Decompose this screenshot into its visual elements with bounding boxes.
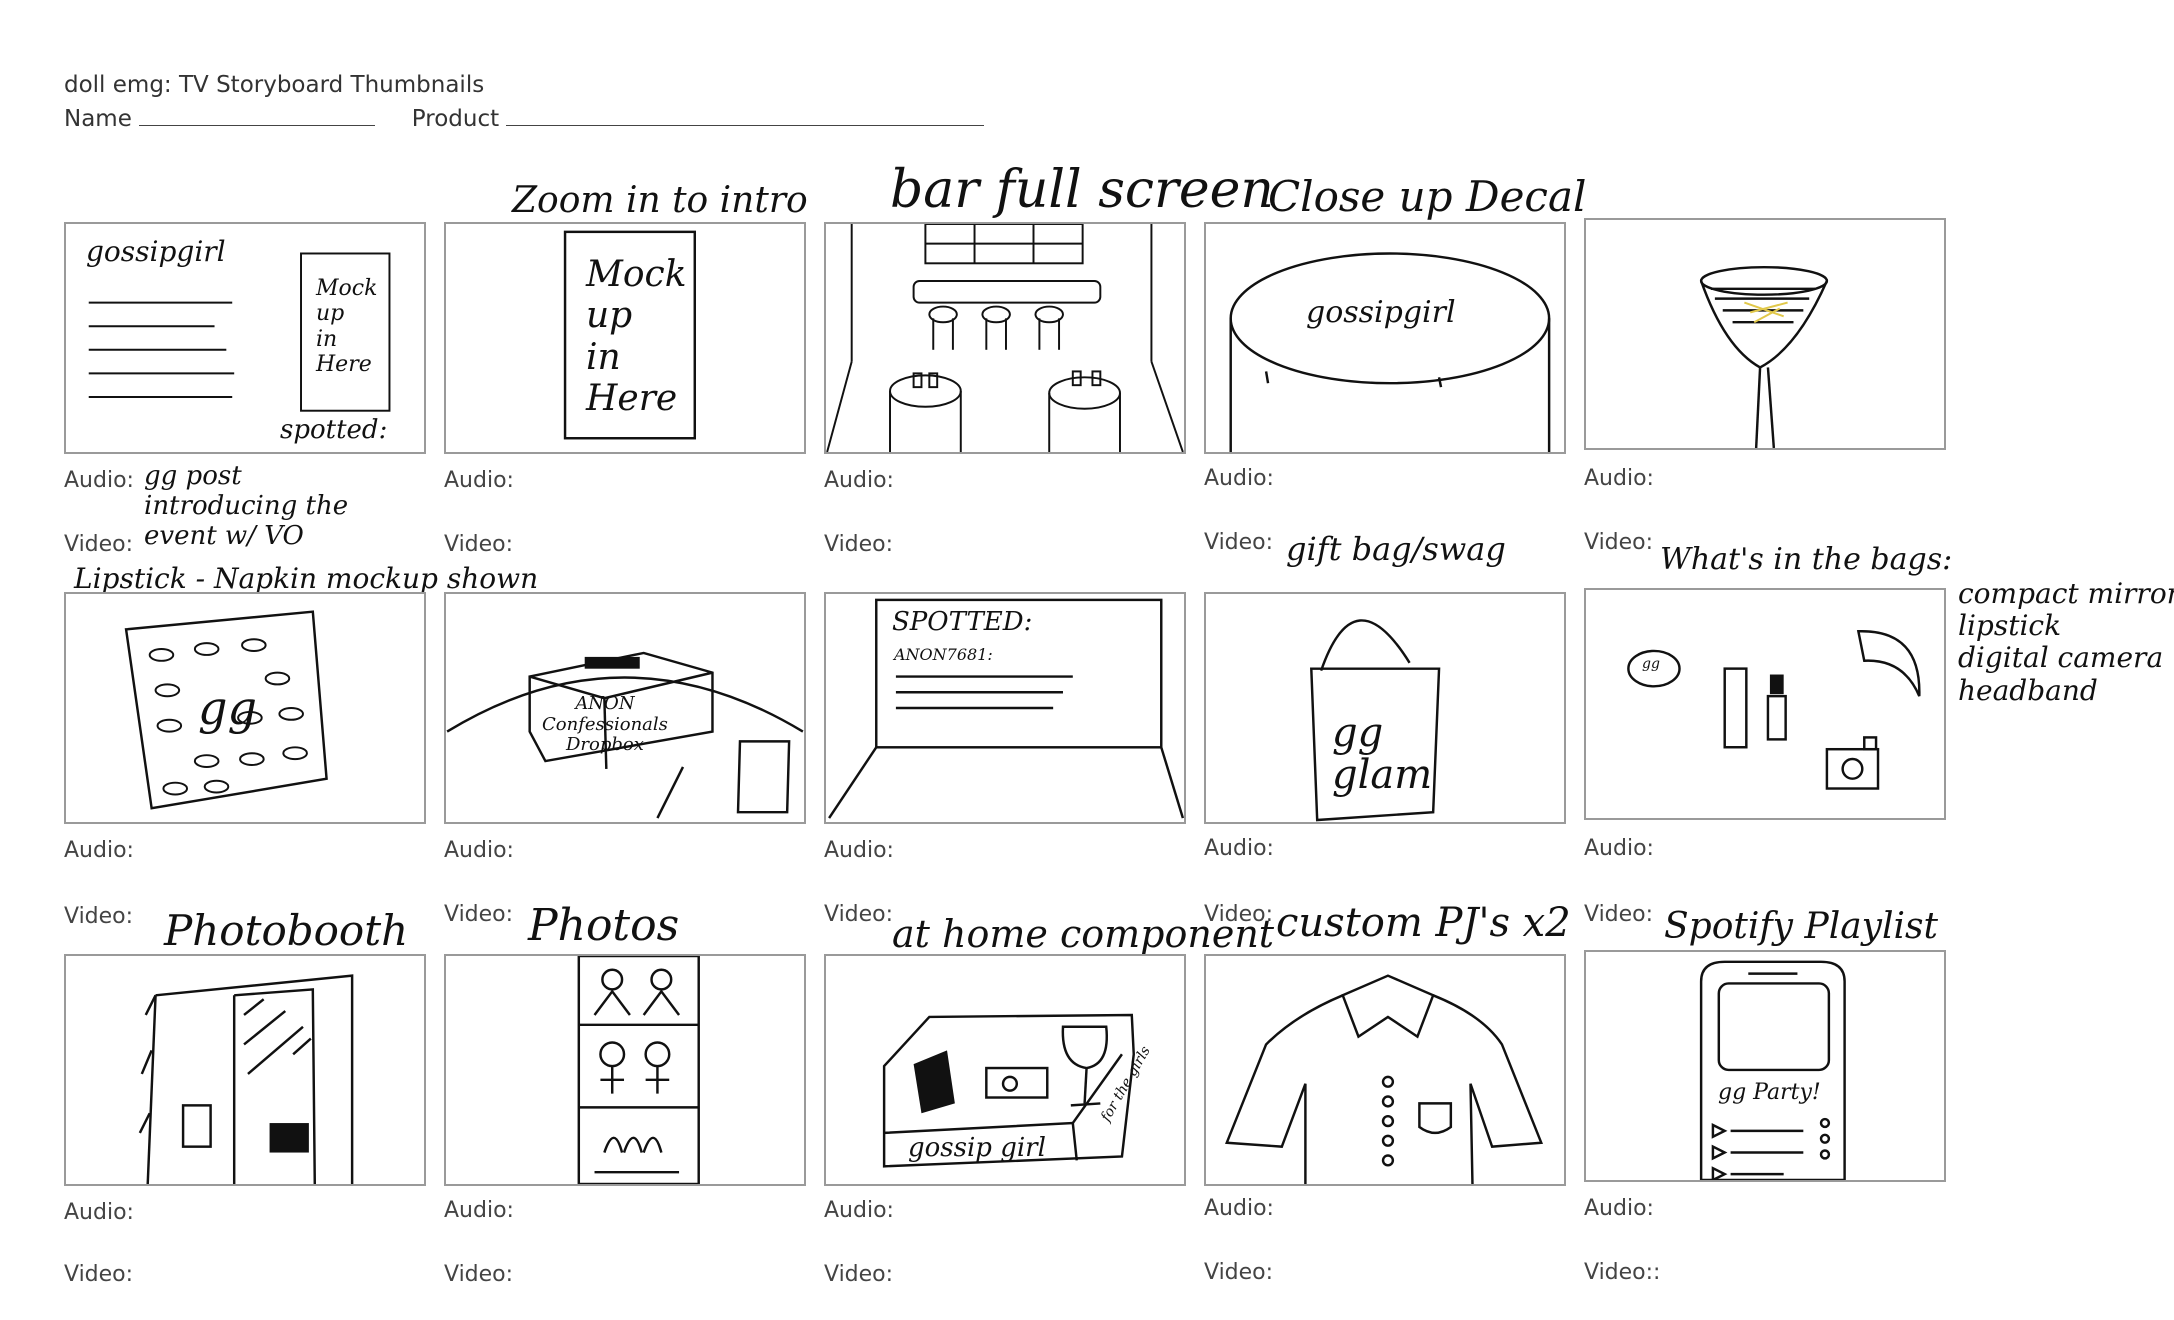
- screen-line-text: ANON7681:: [894, 645, 993, 664]
- video-label: Video:: [1584, 530, 1654, 555]
- audio-label: Audio:: [1584, 466, 1654, 491]
- audio-label: Audio:: [824, 1198, 894, 1223]
- caption-frame-10: What's in the bags:: [1660, 542, 1953, 577]
- storyboard-frame-14: [1204, 954, 1566, 1186]
- bag-item: headband: [1958, 673, 2098, 707]
- video-label: Video:: [444, 1262, 514, 1287]
- video-label: Video:: [64, 904, 134, 929]
- name-blank: [139, 107, 376, 126]
- storyboard-frame-15: gg Party!: [1584, 950, 1946, 1182]
- storyboard-frame-13: gossip girl for the girls: [824, 954, 1186, 1186]
- sketch-bag-items: [1627, 630, 1921, 790]
- audio-label: Audio:: [1584, 1196, 1654, 1221]
- name-field: Name Product: [64, 106, 985, 132]
- caption-frame-12: Photos: [528, 900, 680, 951]
- sketch-cocktail-glass: [1699, 265, 1829, 448]
- audio-label: Audio:: [1204, 466, 1274, 491]
- caption-frame-6: Lipstick - Napkin mockup shown: [74, 562, 539, 595]
- audio-label: Audio:: [64, 468, 134, 493]
- video-label: Video::: [1584, 1260, 1661, 1285]
- caption-frame-15: Spotify Playlist: [1664, 906, 1938, 947]
- audio-label: Audio:: [824, 468, 894, 493]
- video-label: Video:: [824, 1262, 894, 1287]
- storyboard-frame-10: gg: [1584, 588, 1946, 820]
- sketch-social-post: [88, 252, 391, 412]
- audio-label: Audio:: [1204, 836, 1274, 861]
- sketch-photobooth: [138, 974, 354, 1184]
- audio-note-frame-1: gg post introducing the event w/ VO: [144, 461, 349, 551]
- video-label: Video:: [824, 902, 894, 927]
- spotted-text: spotted:: [280, 415, 388, 445]
- audio-label: Audio:: [444, 468, 514, 493]
- video-label: Video:: [64, 532, 134, 557]
- audio-label: Audio:: [1584, 836, 1654, 861]
- decal-text: gossipgirl: [1306, 295, 1456, 330]
- video-label: Video:: [1204, 530, 1274, 555]
- storyboard-frame-4: gossipgirl: [1204, 222, 1566, 454]
- sketch-logo-text: gossipgirl: [86, 235, 226, 268]
- video-label: Video:: [824, 532, 894, 557]
- sketch-pajama-shirt: [1225, 974, 1544, 1184]
- screen-title-text: SPOTTED:: [892, 607, 1033, 637]
- video-label: Video:: [64, 1262, 134, 1287]
- mirror-text: gg: [1642, 656, 1660, 672]
- audio-label: Audio:: [64, 1200, 134, 1225]
- bag-item: lipstick: [1958, 609, 2062, 643]
- caption-frame-11: Photobooth: [164, 906, 409, 955]
- phone-screen-text: gg Party!: [1718, 1080, 1821, 1105]
- audio-label: Audio:: [64, 838, 134, 863]
- video-label: Video:: [444, 902, 514, 927]
- caption-frame-14: custom PJ's x2: [1276, 900, 1571, 946]
- audio-label: Audio:: [444, 1198, 514, 1223]
- sketch-photo-strip: [577, 956, 700, 1184]
- storyboard-frame-12: [444, 954, 806, 1186]
- box-brand-text: gossip girl: [908, 1133, 1046, 1163]
- bag-item: digital camera: [1958, 641, 2164, 675]
- video-label: Video:: [1204, 902, 1274, 927]
- caption-frame-9: gift bag/swag: [1286, 530, 1506, 568]
- sketch-phone-playlist: [1699, 960, 1846, 1180]
- audio-label: Audio:: [444, 838, 514, 863]
- storyboard-frame-6: gg: [64, 592, 426, 824]
- storyboard-frame-3: [824, 222, 1186, 454]
- sketch-at-home-box: [882, 1013, 1135, 1168]
- caption-frame-13: at home component: [892, 912, 1275, 956]
- sketch-table-decal: [1229, 252, 1551, 452]
- sketch-lipstick-napkin: [124, 610, 328, 810]
- video-label: Video:: [1204, 1260, 1274, 1285]
- video-label: Video:: [444, 532, 514, 557]
- napkin-logo-text: gg: [198, 681, 257, 735]
- caption-frame-4: Close up Decal: [1268, 172, 1587, 221]
- product-blank: [506, 107, 985, 126]
- storyboard-frame-11: [64, 954, 426, 1186]
- caption-frame-2: Zoom in to intro: [512, 180, 808, 221]
- sketch-confession-box: [446, 651, 804, 819]
- sketch-screen-room: [828, 598, 1184, 819]
- caption-frame-3: bar full screen: [890, 160, 1274, 220]
- page-title: doll emg: TV Storyboard Thumbnails: [64, 72, 485, 98]
- audio-label: Audio:: [824, 838, 894, 863]
- product-label: Product: [411, 106, 500, 132]
- sketch-mockup-poster: [563, 230, 697, 440]
- video-label: Video:: [1584, 902, 1654, 927]
- storyboard-frame-8: SPOTTED: ANON7681:: [824, 592, 1186, 824]
- storyboard-frame-5: [1584, 218, 1946, 450]
- sketch-gift-bag: [1310, 619, 1441, 822]
- sketch-bar-room: [826, 224, 1184, 452]
- bag-items-list: compact mirror lipstick digital camera h…: [1958, 577, 2174, 707]
- audio-label: Audio:: [1204, 1196, 1274, 1221]
- name-label: Name: [64, 106, 132, 132]
- bag-item: compact mirror: [1958, 577, 2174, 610]
